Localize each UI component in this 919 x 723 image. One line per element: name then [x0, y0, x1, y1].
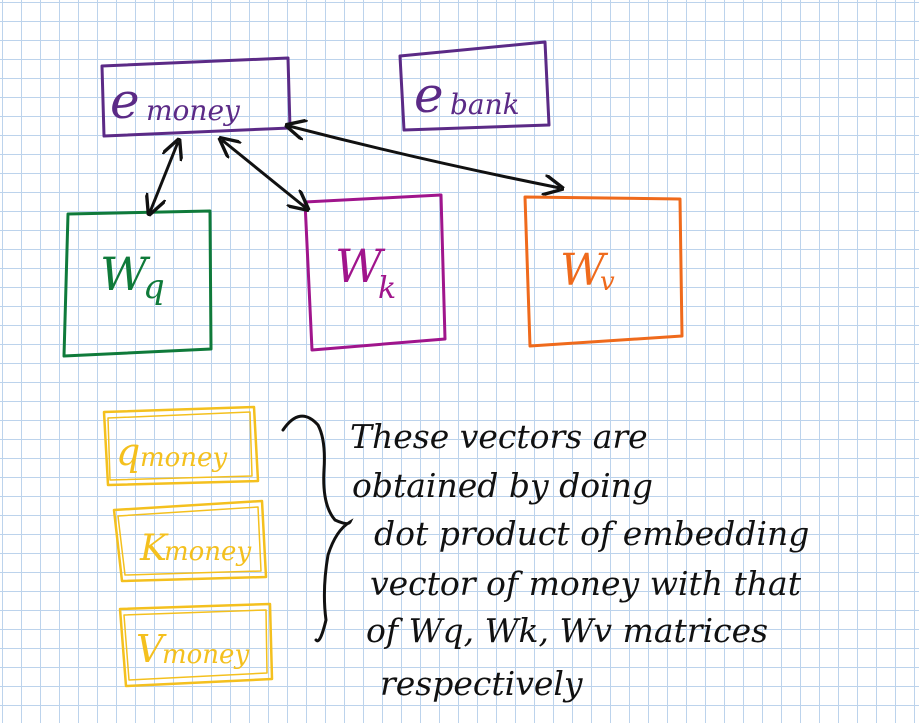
k-money-sub: money [164, 537, 251, 567]
arrow-emoney-wq [150, 142, 178, 212]
w-q-sub: q [143, 267, 165, 307]
e-bank-node: e bank [398, 40, 551, 132]
explanation-line-4: vector of money with that [370, 564, 802, 603]
k-money-main: K [139, 528, 169, 569]
explanation-line-6: respectively [380, 664, 583, 703]
w-v-main: W [560, 245, 609, 296]
explanation-line-5: of Wq, Wk, Wv matrices [366, 611, 768, 650]
arrow-emoney-wk [222, 140, 306, 208]
w-k-node: W k [303, 193, 447, 352]
e-bank-sub: bank [450, 88, 520, 121]
w-k-main: W [335, 239, 386, 293]
explanation-line-2: obtained by doing [352, 466, 653, 505]
w-v-sub: v [600, 267, 615, 297]
e-bank-main: e [414, 66, 444, 124]
curly-brace [281, 414, 354, 643]
e-money-sub: money [146, 94, 241, 127]
w-q-main: W [100, 247, 151, 301]
v-money-sub: money [162, 640, 249, 670]
e-money-main: e [110, 72, 140, 130]
q-money-node: q money [102, 405, 260, 487]
explanation-text: These vectors are obtained by doing dot … [350, 417, 809, 703]
arrow-emoney-wv [289, 126, 560, 188]
w-q-node: W q [62, 209, 213, 358]
v-money-node: V money [118, 602, 274, 688]
q-money-sub: money [140, 443, 227, 473]
w-k-sub: k [378, 271, 396, 306]
v-money-main: V [136, 627, 167, 671]
w-v-node: W v [523, 195, 684, 348]
explanation-line-1: These vectors are [350, 417, 648, 456]
k-money-node: K money [112, 499, 268, 583]
q-money-main: q [116, 430, 140, 474]
e-money-node: e money [100, 56, 292, 138]
explanation-line-3: dot product of embedding [374, 514, 809, 553]
